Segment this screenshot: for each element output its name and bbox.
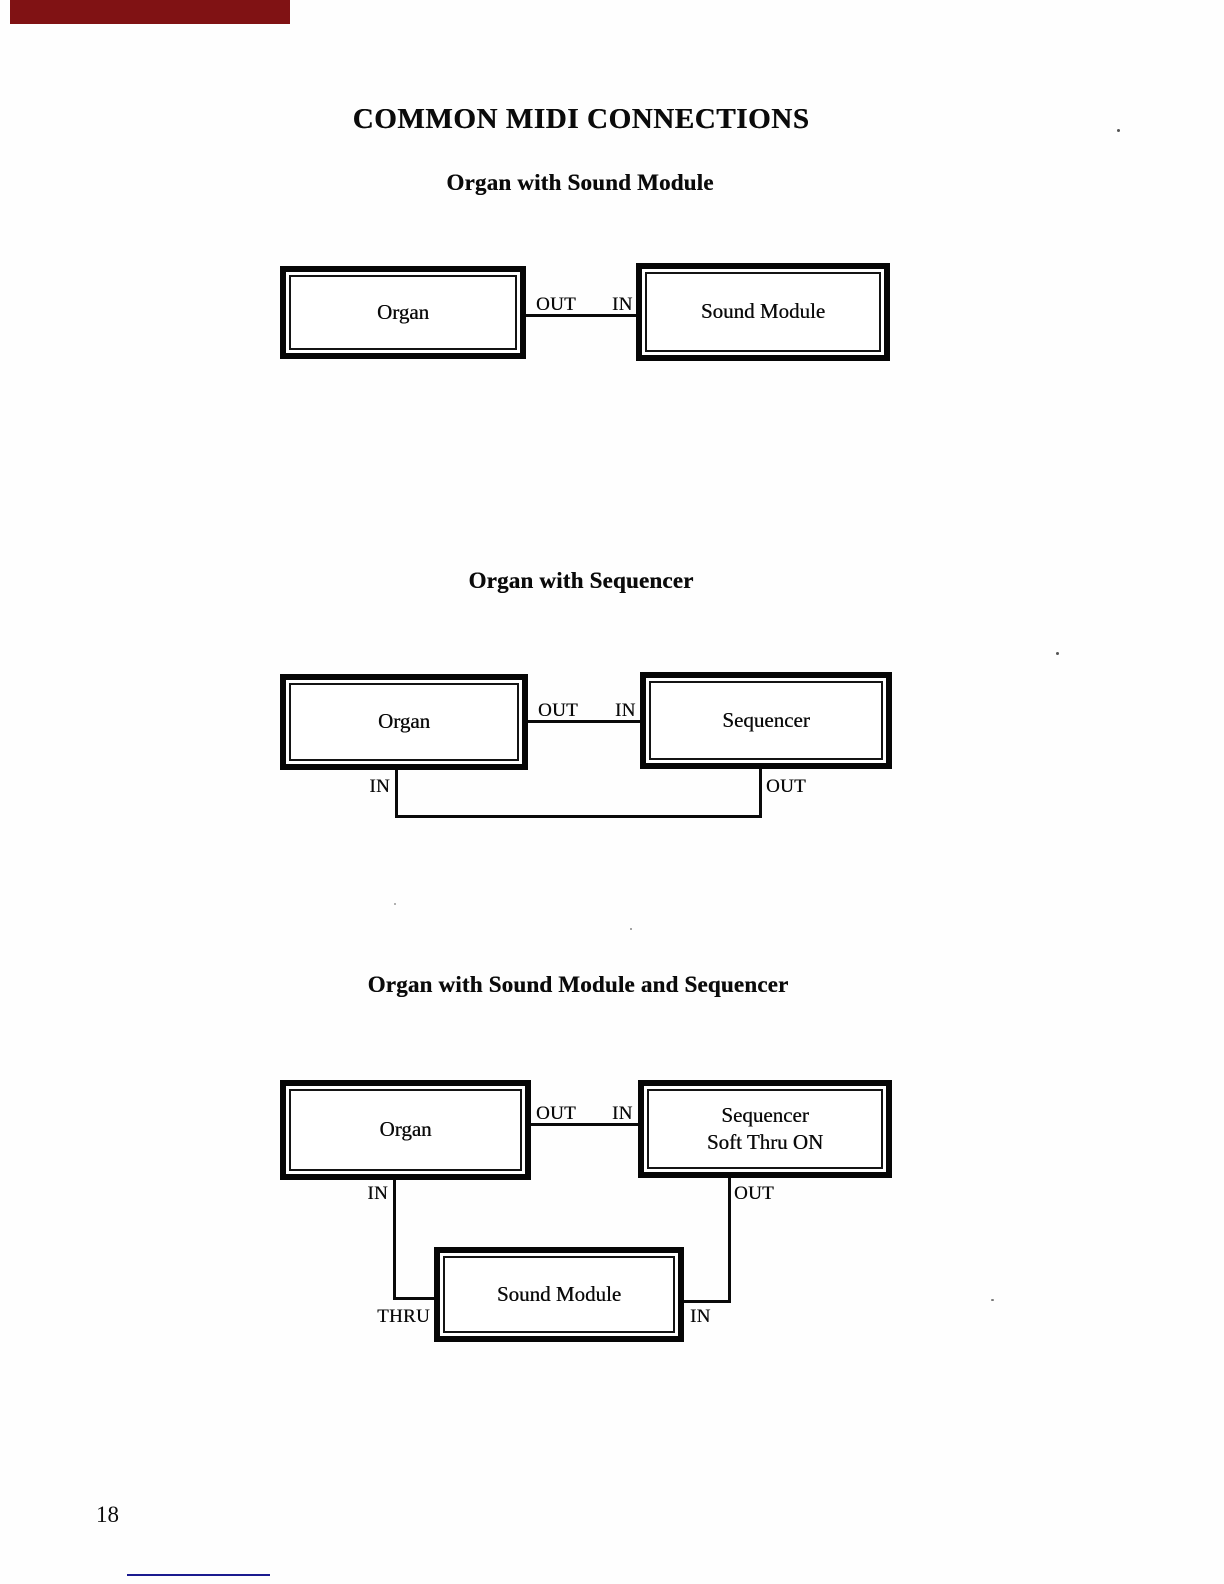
diagram3-out-port-label: OUT <box>536 1103 576 1124</box>
diagram3-organ-box: Organ <box>280 1080 531 1180</box>
diagram3-sound-module-label: Sound Module <box>496 1281 622 1306</box>
diagram3-sequencer-label-line2: Soft Thru ON <box>706 1130 824 1154</box>
page-title: COMMON MIDI CONNECTIONS <box>352 103 810 135</box>
diagram1-organ-box: Organ <box>280 266 526 359</box>
diagram3-module-in-label: IN <box>690 1306 711 1327</box>
scan-artifact-red-bar <box>10 0 290 24</box>
diagram3-sequencer-out-label: OUT <box>734 1183 774 1204</box>
diagram3-module-thru-label: THRU <box>377 1306 430 1327</box>
diagram2-in-port-label: IN <box>615 700 636 721</box>
diagram3-sequencer-box: Sequencer Soft Thru ON <box>638 1080 892 1178</box>
diagram2-sequencer-label: Sequencer <box>722 707 810 732</box>
diagram3-in-port-label: IN <box>612 1103 633 1124</box>
diagram2-return-cable-right <box>759 769 762 816</box>
scan-artifact-blue-line <box>127 1574 270 1576</box>
diagram2-out-port-label: OUT <box>538 700 578 721</box>
scan-speck <box>991 1299 994 1301</box>
diagram2-organ-box: Organ <box>280 674 528 770</box>
scan-speck <box>1117 129 1120 132</box>
diagram1-sound-module-label: Sound Module <box>700 299 826 324</box>
scan-speck <box>394 903 396 905</box>
diagram3-heading: Organ with Sound Module and Sequencer <box>367 972 789 997</box>
diagram2-sequencer-box: Sequencer <box>640 672 892 769</box>
diagram3-organ-in-label: IN <box>367 1183 388 1204</box>
diagram3-midi-cable-top <box>531 1123 638 1126</box>
diagram3-thru-cable-horizontal <box>393 1297 434 1300</box>
page-number: 18 <box>96 1502 119 1527</box>
diagram2-heading: Organ with Sequencer <box>468 568 694 593</box>
scan-speck <box>1056 652 1059 655</box>
diagram2-return-cable-bottom <box>395 815 762 818</box>
diagram3-out-cable-vertical <box>728 1178 731 1303</box>
diagram1-in-port-label: IN <box>612 294 633 315</box>
diagram1-midi-cable <box>526 314 636 317</box>
diagram1-organ-label: Organ <box>376 299 430 324</box>
diagram3-sequencer-label-line1: Sequencer <box>721 1102 809 1127</box>
scan-speck <box>630 928 632 930</box>
diagram3-thru-cable-vertical <box>393 1180 396 1300</box>
diagram3-sound-module-box: Sound Module <box>434 1247 684 1342</box>
diagram1-out-port-label: OUT <box>536 294 576 315</box>
diagram3-organ-label: Organ <box>379 1117 432 1142</box>
diagram2-midi-cable-top <box>528 720 640 723</box>
diagram2-return-cable-left <box>395 770 398 818</box>
diagram1-sound-module-box: Sound Module <box>636 263 890 361</box>
diagram3-out-cable-horizontal <box>684 1300 731 1303</box>
diagram2-return-in-label: IN <box>369 776 390 797</box>
diagram1-heading: Organ with Sound Module <box>446 170 714 195</box>
diagram2-organ-label: Organ <box>377 709 431 734</box>
diagram2-return-out-label: OUT <box>766 776 806 797</box>
